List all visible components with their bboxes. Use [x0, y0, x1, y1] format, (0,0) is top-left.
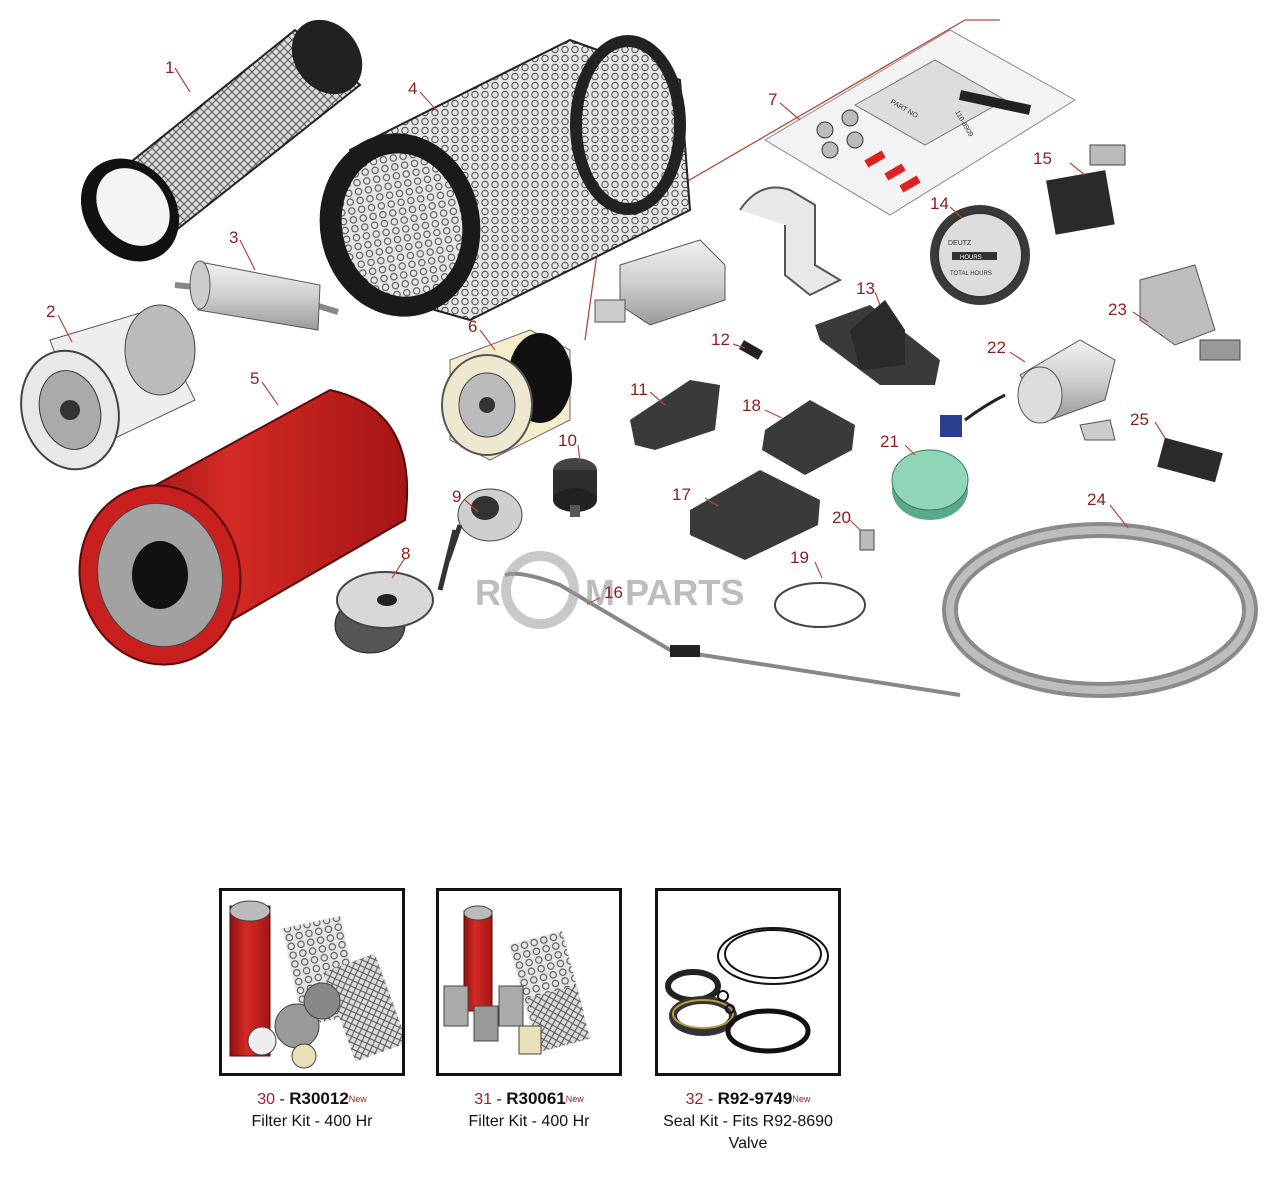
- group-bracket-lines: [584, 19, 1000, 341]
- hydraulic-filter-red: [78, 388, 409, 666]
- callout-18: 18: [742, 396, 761, 415]
- hardware-kit: PART NO 110-8909: [764, 29, 1076, 216]
- new-badge: New: [348, 1094, 367, 1104]
- callout-25: 25: [1130, 410, 1149, 429]
- callout-15: 15: [1033, 149, 1052, 168]
- callout-14: 14: [930, 194, 949, 213]
- callout-19: 19: [790, 548, 809, 567]
- kit-description: Filter Kit - 400 Hr: [251, 1113, 373, 1130]
- callout-11: 11: [630, 380, 648, 399]
- green-cap: [891, 449, 969, 520]
- callout-22: 22: [987, 338, 1006, 357]
- micro-switch: [1157, 437, 1223, 483]
- kit-part-number[interactable]: R30061: [506, 1089, 566, 1108]
- callout-5: 5: [250, 369, 259, 388]
- callout-12: 12: [711, 330, 730, 349]
- kit-card-30[interactable]: 30 - R30012New Filter Kit - 400 Hr: [197, 888, 427, 1133]
- kit-part-number[interactable]: R30012: [289, 1089, 349, 1108]
- gear-pulley: [334, 571, 434, 654]
- kit-caption-30: 30 - R30012New Filter Kit - 400 Hr: [197, 1088, 427, 1133]
- callout-3: 3: [229, 228, 238, 247]
- exploded-parts-diagram: PART NO 110-8909 DEUTZ HOURS TOTAL HOURS: [20, 19, 1258, 698]
- kit-part-number[interactable]: R92-9749: [717, 1089, 793, 1108]
- kit-description: Filter Kit - 400 Hr: [468, 1113, 590, 1130]
- ignition-switch: [437, 488, 523, 591]
- callout-17: 17: [672, 485, 691, 504]
- kit-number: 31: [474, 1091, 492, 1108]
- callout-2: 2: [46, 302, 55, 321]
- kit-sep: -: [492, 1091, 507, 1108]
- relay: [1046, 144, 1126, 235]
- small-fitting: [738, 340, 764, 360]
- kit-caption-32: 32 - R92-9749New Seal Kit - Fits R92-869…: [633, 1088, 863, 1155]
- electric-fuel-pump: [940, 339, 1116, 441]
- grease-fitting: [859, 529, 875, 551]
- inline-fuel-filter: [174, 260, 339, 331]
- callout-7: 7: [768, 90, 777, 109]
- kit-number: 32: [685, 1091, 704, 1108]
- fuel-filter-cream: [441, 329, 572, 461]
- kit-image-31[interactable]: [436, 888, 622, 1076]
- callout-9: 9: [452, 487, 461, 506]
- hour-meter: DEUTZ HOURS TOTAL HOURS: [930, 205, 1030, 305]
- callout-24: 24: [1087, 490, 1106, 509]
- callout-16: 16: [604, 583, 623, 602]
- kit-description-2: Valve: [728, 1135, 768, 1152]
- battery-terminal: [1139, 264, 1241, 361]
- callout-8: 8: [401, 544, 410, 563]
- rubber-mount: [815, 300, 940, 385]
- rubber-block: [630, 380, 720, 450]
- watermark-left: R: [475, 572, 501, 613]
- kit-card-31[interactable]: 31 - R30061New Filter Kit - 400 Hr: [414, 888, 644, 1133]
- callout-20: 20: [832, 508, 851, 527]
- callout-13: 13: [856, 279, 875, 298]
- kit-description: Seal Kit - Fits R92-8690: [663, 1113, 833, 1130]
- hour-meter-label: TOTAL HOURS: [950, 271, 992, 277]
- kit-sep: -: [275, 1091, 290, 1108]
- pad-large: [690, 470, 820, 560]
- mounting-strap: [739, 186, 843, 297]
- hose-coil: [942, 522, 1258, 698]
- callout-4: 4: [408, 79, 417, 98]
- callout-numbers: 1 2 3 4 5 6 7 8 9 10 11 12 13 14 15 16 1…: [46, 58, 1149, 602]
- callout-6: 6: [468, 317, 477, 336]
- hour-meter-word: HOURS: [960, 255, 982, 261]
- callout-23: 23: [1108, 300, 1127, 319]
- oil-filter-white: [20, 304, 196, 471]
- new-badge: New: [565, 1094, 584, 1104]
- outer-air-filter: [319, 35, 692, 322]
- watermark-right: M PARTS: [585, 572, 744, 613]
- inner-air-filter: [80, 19, 363, 262]
- kit-caption-31: 31 - R30061New Filter Kit - 400 Hr: [414, 1088, 644, 1133]
- leader-lines: [57, 67, 1166, 605]
- kit-sep: -: [703, 1091, 718, 1108]
- hose-clamp: [774, 582, 866, 628]
- knob: [553, 458, 597, 517]
- kit-image-30[interactable]: [219, 888, 405, 1076]
- callout-21: 21: [880, 432, 899, 451]
- hour-meter-brand: DEUTZ: [948, 240, 972, 247]
- kit-card-32[interactable]: 32 - R92-9749New Seal Kit - Fits R92-869…: [633, 888, 863, 1155]
- callout-1: 1: [165, 58, 174, 77]
- kit-image-32[interactable]: [655, 888, 841, 1076]
- pad-small: [762, 400, 855, 475]
- new-badge: New: [792, 1094, 811, 1104]
- kit-number: 30: [257, 1091, 275, 1108]
- watermark-logo: R M PARTS: [475, 551, 744, 629]
- fuel-solenoid: [594, 239, 726, 326]
- callout-10: 10: [558, 431, 577, 450]
